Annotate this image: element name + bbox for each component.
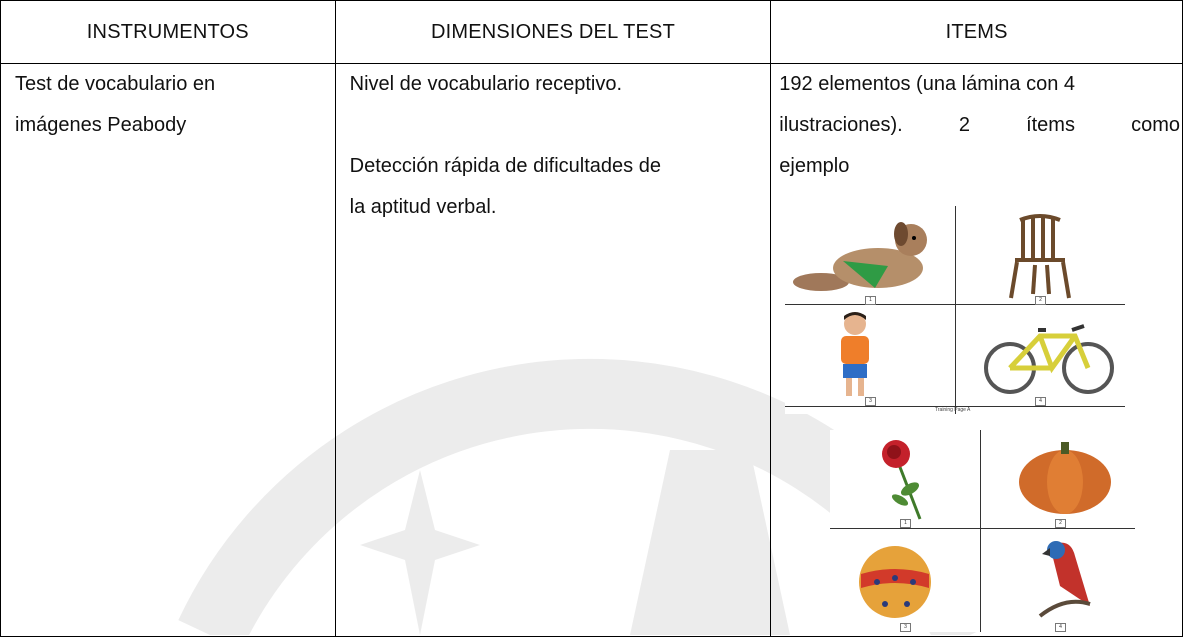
plate-a-number-1: 1 [865,296,876,305]
plate-b-number-1: 1 [900,519,911,528]
cell-dimensions: Nivel de vocabulario receptivo. Detecció… [334,63,772,637]
header-items: ITEMS [770,0,1183,64]
dimension-2-line-1: Detección rápida de dificultades de [349,155,661,177]
instrument-text-1: Test de vocabulario en [15,73,216,95]
header-instrumentos: INSTRUMENTOS [0,0,336,64]
dog-illustration [793,222,927,291]
items-line-3: ejemplo [779,155,850,177]
items-word-3: ítems [1026,114,1075,136]
bicycle-illustration [984,324,1114,394]
items-word-1: ilustraciones). [779,114,903,136]
ball-illustration [859,546,931,618]
instrument-line-2: imágenes Peabody [15,114,187,136]
cell-instrument: Test de vocabulario en imágenes Peabody [0,63,336,637]
dimension-1: Nivel de vocabulario receptivo. [349,73,623,95]
plate-b-number-4: 4 [1055,623,1066,632]
dimension-2-line-2: la aptitud verbal. [349,196,497,218]
plate-a: 1 2 3 4 Training Page A [785,206,1125,414]
pumpkin-illustration [1019,442,1111,514]
plate-b: 1 2 3 4 [830,430,1135,632]
instrument-line-1: Test de vocabulario en [1,64,335,105]
boy-illustration [841,312,869,396]
plate-b-number-2: 2 [1055,519,1066,528]
items-line-2: ilustraciones). 2 ítems como [771,105,1182,146]
plate-a-number-2: 2 [1035,296,1046,305]
rose-illustration [882,440,922,520]
items-line-1: 192 elementos (una lámina con 4 [779,73,1076,95]
plate-b-number-3: 3 [900,623,911,632]
parrot-illustration [1038,541,1091,618]
items-word-4: como [1131,114,1180,136]
header-dimensiones: DIMENSIONES DEL TEST [334,0,772,64]
items-word-2: 2 [958,114,970,136]
chair-illustration [1009,214,1071,299]
plate-a-number-4: 4 [1035,397,1046,406]
plate-a-caption: Training Page A [935,407,971,413]
plate-a-number-3: 3 [865,397,876,406]
